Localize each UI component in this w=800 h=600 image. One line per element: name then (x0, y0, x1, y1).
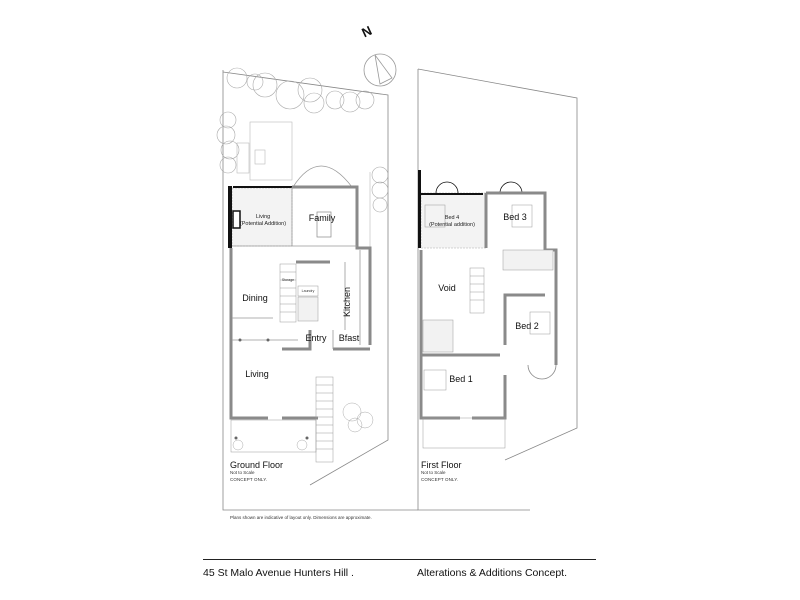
first-floor-scale-note: Not to Scale (421, 470, 446, 475)
svg-text:Bed 1: Bed 1 (449, 374, 473, 384)
svg-text:Dining: Dining (242, 293, 268, 303)
svg-text:Laundry: Laundry (302, 289, 315, 293)
svg-text:Entry: Entry (305, 333, 327, 343)
disclaimer-note: Plans shown are indicative of layout onl… (230, 515, 372, 520)
svg-text:(Potential addition): (Potential addition) (429, 222, 475, 228)
svg-text:Kitchen: Kitchen (342, 287, 352, 317)
svg-text:Bed 3: Bed 3 (503, 212, 527, 222)
ground-floor-title: Ground Floor (230, 460, 284, 470)
svg-text:Living: Living (245, 369, 269, 379)
ground-floor-concept-note: CONCEPT ONLY. (230, 477, 268, 482)
project-title: Alterations & Additions Concept. (417, 567, 568, 579)
first-floor-concept-note: CONCEPT ONLY. (421, 477, 459, 482)
svg-text:Living: Living (256, 214, 270, 220)
svg-text:(Potential Addition): (Potential Addition) (240, 221, 286, 227)
ground-floor-scale-note: Not to Scale (230, 470, 255, 475)
property-address: 45 St Malo Avenue Hunters Hill . (203, 567, 354, 579)
ground-floor-plan: Living (Potential Addition) Family Dinin… (216, 67, 418, 511)
compass-icon (363, 53, 397, 87)
footer-divider (203, 559, 596, 560)
svg-text:Family: Family (309, 213, 336, 223)
svg-text:Storage: Storage (282, 278, 294, 282)
svg-text:Bed 4: Bed 4 (445, 215, 459, 221)
svg-text:Void: Void (438, 283, 456, 293)
svg-text:Bed 2: Bed 2 (515, 321, 539, 331)
first-floor-title: First Floor (421, 460, 462, 470)
svg-text:Bfast: Bfast (339, 333, 360, 343)
first-floor-plan: Bed 4 (Potential addition) Bed 3 Void Be… (417, 68, 578, 511)
